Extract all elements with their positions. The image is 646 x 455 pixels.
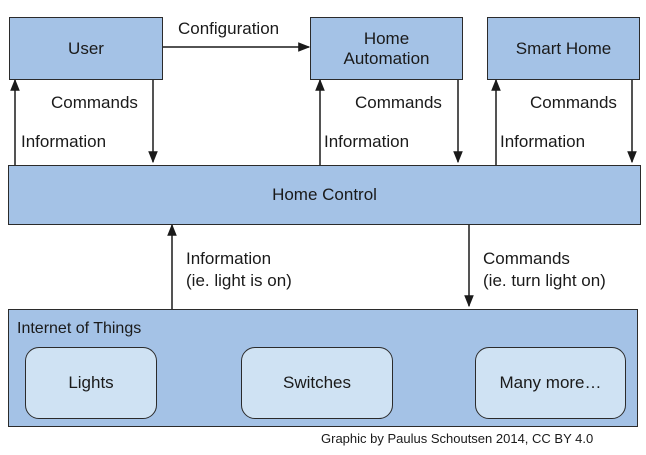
iot-node: Internet of Things Lights Switches Many …: [8, 309, 638, 427]
iot-label: Internet of Things: [17, 320, 142, 337]
edge-user-information-label: Information: [21, 132, 107, 151]
home-automation-label: Home Automation: [343, 28, 430, 68]
user-label: User: [68, 38, 104, 58]
edge-ha-commands-label: Commands: [355, 93, 442, 112]
user-node: User: [9, 17, 163, 80]
edge-iot-commands-label: Commands (ie. turn light on): [483, 249, 606, 290]
home-control-label: Home Control: [272, 185, 377, 204]
edge-configuration-label: Configuration: [178, 19, 280, 38]
edge-user-commands-label: Commands: [51, 93, 138, 112]
home-control-node: Home Control: [8, 165, 641, 225]
edge-sh-commands-label: Commands: [530, 93, 617, 112]
device-many-more-label: Many more…: [499, 373, 602, 392]
device-lights-label: Lights: [68, 373, 114, 392]
edge-iot-information-label: Information (ie. light is on): [186, 249, 292, 290]
edge-sh-information-label: Information: [500, 132, 586, 151]
device-switches-label: Switches: [282, 373, 352, 392]
home-automation-node: Home Automation: [310, 17, 463, 80]
smart-home-node: Smart Home: [487, 17, 640, 80]
credit-caption: Graphic by Paulus Schoutsen 2014, CC BY …: [321, 431, 594, 446]
smart-home-label: Smart Home: [515, 38, 612, 58]
device-many-more: Many more…: [475, 347, 626, 419]
edge-ha-information-label: Information: [324, 132, 410, 151]
device-lights: Lights: [25, 347, 157, 419]
device-switches: Switches: [241, 347, 393, 419]
